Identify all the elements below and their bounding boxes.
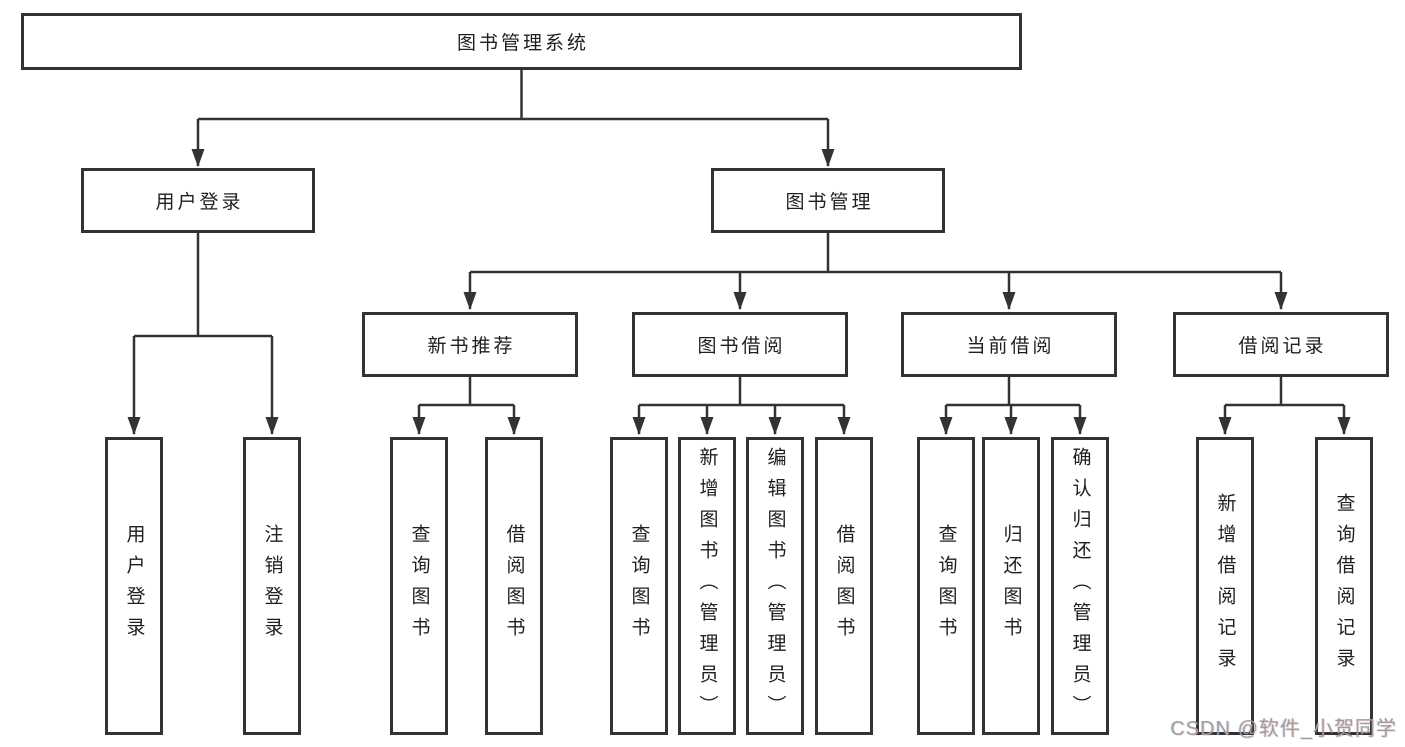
leaf-query-book-recommend: 查询图书 (390, 437, 448, 735)
node-user-login-group-label: 用户登录 (155, 192, 244, 213)
node-borrowing-records: 借阅记录 (1173, 312, 1389, 377)
leaf-query-book-borrowing: 查询图书 (610, 437, 668, 735)
watermark-text: CSDN @软件_小贺同学 (1170, 718, 1397, 740)
leaf-add-borrow-record-label: 新增借阅记录 (1214, 493, 1236, 679)
leaf-confirm-return-admin-label: 确认归还（管理员） (1069, 446, 1091, 726)
leaf-logout-label: 注销登录 (261, 524, 283, 648)
node-root: 图书管理系统 (21, 13, 1022, 70)
leaf-user-login: 用户登录 (105, 437, 163, 735)
leaf-query-borrow-record: 查询借阅记录 (1315, 437, 1373, 735)
leaf-edit-book-admin-label: 编辑图书（管理员） (764, 446, 786, 726)
leaf-query-borrow-record-label: 查询借阅记录 (1333, 493, 1355, 679)
node-book-borrowing: 图书借阅 (632, 312, 848, 377)
leaf-user-login-label: 用户登录 (123, 524, 145, 648)
leaf-return-book-label: 归还图书 (1000, 524, 1022, 648)
node-book-management: 图书管理 (711, 168, 945, 233)
leaf-logout: 注销登录 (243, 437, 301, 735)
leaf-query-book-borrowing-label: 查询图书 (628, 524, 650, 648)
node-current-borrowing: 当前借阅 (901, 312, 1117, 377)
leaf-borrow-book-recommend-label: 借阅图书 (503, 524, 525, 648)
node-book-borrowing-label: 图书借阅 (697, 336, 786, 357)
leaf-add-book-admin-label: 新增图书（管理员） (696, 446, 718, 726)
leaf-query-book-current: 查询图书 (917, 437, 975, 735)
node-root-label: 图书管理系统 (456, 33, 589, 54)
node-user-login-group: 用户登录 (81, 168, 315, 233)
connector-arrows (127, 119, 1351, 435)
node-current-borrowing-label: 当前借阅 (966, 336, 1055, 357)
node-new-book-recommend-label: 新书推荐 (427, 336, 516, 357)
connector-skeleton (134, 70, 1344, 407)
leaf-borrow-book-recommend: 借阅图书 (485, 437, 543, 735)
leaf-add-book-admin: 新增图书（管理员） (678, 437, 736, 735)
node-borrowing-records-label: 借阅记录 (1238, 336, 1327, 357)
leaf-edit-book-admin: 编辑图书（管理员） (746, 437, 804, 735)
node-book-management-label: 图书管理 (785, 192, 874, 213)
leaf-borrow-book: 借阅图书 (815, 437, 873, 735)
leaf-query-book-recommend-label: 查询图书 (408, 524, 430, 648)
node-new-book-recommend: 新书推荐 (362, 312, 578, 377)
leaf-borrow-book-label: 借阅图书 (833, 524, 855, 648)
leaf-query-book-current-label: 查询图书 (935, 524, 957, 648)
leaf-add-borrow-record: 新增借阅记录 (1196, 437, 1254, 735)
leaf-return-book: 归还图书 (982, 437, 1040, 735)
leaf-confirm-return-admin: 确认归还（管理员） (1051, 437, 1109, 735)
